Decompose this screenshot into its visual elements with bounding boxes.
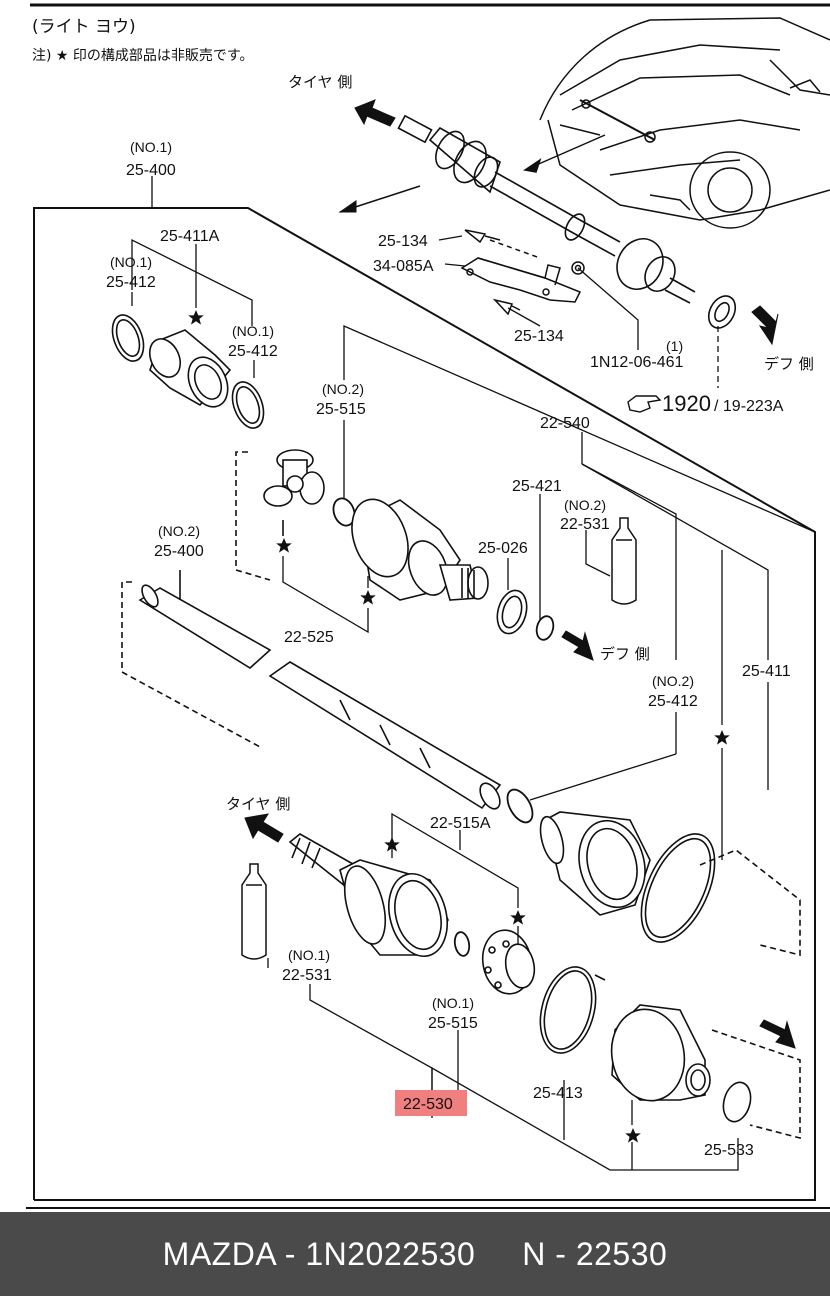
direction-diff-mid: デフ 側 xyxy=(600,645,650,663)
parts-diagram: (ライト ヨウ) 注) ★ 印の構成部品は非販売です。 xyxy=(26,3,830,1209)
label-25-533: 25-533 xyxy=(704,1142,754,1159)
label-no1-25-412-right: (NO.1) xyxy=(232,323,274,339)
leader-lines-tripod-group xyxy=(282,325,816,634)
pointing-hand-icon xyxy=(627,395,662,413)
label-25-400-a: 25-400 xyxy=(126,162,176,179)
label-25-026: 25-026 xyxy=(478,540,528,557)
direction-arrows xyxy=(244,99,796,1049)
label-no2-22-531: (NO.2) xyxy=(564,497,606,513)
shaft-25-400-no2 xyxy=(121,570,502,810)
diagram-title: (ライト ヨウ) xyxy=(32,17,136,37)
snap-ring-25-515-no1 xyxy=(453,931,471,957)
label-25-411a: 25-411A xyxy=(160,228,220,245)
highlight-22-530 xyxy=(395,1090,467,1116)
label-25-400-b: 25-400 xyxy=(154,543,204,560)
leader-lines-mid xyxy=(507,432,769,860)
label-25-411: 25-411 xyxy=(742,663,791,680)
tripod-joint xyxy=(235,449,325,581)
part-number-text: MAZDA - 1N2022530 N - 22530 xyxy=(162,1235,668,1272)
label-25-412-left: 25-412 xyxy=(106,274,156,291)
boot-25-411 xyxy=(539,811,801,957)
direction-tire-top: タイヤ 側 xyxy=(288,73,352,91)
clip-25-421 xyxy=(535,615,555,641)
driveshaft-assembly-top xyxy=(397,114,737,329)
label-25-515-top: 25-515 xyxy=(316,401,366,418)
reference-page-sub: / 19-223A xyxy=(714,398,784,415)
boot-parts-top-left xyxy=(111,314,265,429)
cage-22-515a xyxy=(481,929,536,995)
label-22-525: 22-525 xyxy=(284,629,334,646)
label-22-530: 22-530 xyxy=(403,1096,453,1113)
label-25-412-right: 25-412 xyxy=(228,343,278,360)
outer-frame xyxy=(33,207,816,1201)
seal-25-026 xyxy=(496,589,528,635)
label-25-515-bottom: 25-515 xyxy=(428,1015,478,1032)
label-no2-25-412: (NO.2) xyxy=(652,673,694,689)
label-n1: (1) xyxy=(666,338,683,354)
label-25-412-no2: 25-412 xyxy=(648,693,698,710)
label-25-421: 25-421 xyxy=(512,478,562,495)
housing-22-540 xyxy=(351,498,489,601)
label-34-085a: 34-085A xyxy=(373,258,434,275)
label-1n12-06-461: 1N12-06-461 xyxy=(590,354,684,371)
note-text: 注) ★ 印の構成部品は非販売です。 xyxy=(32,48,254,64)
label-no1-25-412-left: (NO.1) xyxy=(110,254,152,270)
label-25-413: 25-413 xyxy=(533,1085,583,1102)
boot-bottom xyxy=(610,1004,801,1140)
label-no1-25-400: (NO.1) xyxy=(130,139,172,155)
label-25-134-bottom: 25-134 xyxy=(514,328,564,345)
reference-page-main: 1920 xyxy=(662,391,711,416)
label-no2-25-515: (NO.2) xyxy=(322,381,364,397)
grease-tube-bottom xyxy=(241,863,267,960)
label-22-515a: 22-515A xyxy=(430,815,491,832)
bracket-34-085a xyxy=(460,229,585,316)
label-22-540: 22-540 xyxy=(540,415,590,432)
cv-joint-22-530 xyxy=(288,833,449,958)
label-no1-25-515: (NO.1) xyxy=(432,995,474,1011)
part-labels: タイヤ 側 デフ 側 デフ 側 タイヤ 側 (NO.1) 25-400 25-4… xyxy=(106,73,814,1159)
direction-tire-bottom: タイヤ 側 xyxy=(226,795,290,813)
label-no1-22-531: (NO.1) xyxy=(288,947,330,963)
leader-lines-top xyxy=(438,235,719,388)
label-22-531-top: 22-531 xyxy=(560,516,610,533)
snap-ring-25-515-no2 xyxy=(332,497,356,527)
leader-lines-boot-kit xyxy=(131,176,255,378)
band-25-412-no2 xyxy=(506,788,534,824)
band-25-413 xyxy=(539,966,606,1054)
label-no2-25-400: (NO.2) xyxy=(158,523,200,539)
label-25-134-top: 25-134 xyxy=(378,233,428,250)
label-22-531-bottom: 22-531 xyxy=(282,967,332,984)
direction-diff-top: デフ 側 xyxy=(764,355,814,373)
grease-tube-top xyxy=(611,517,637,605)
part-number-banner: MAZDA - 1N2022530 N - 22530 xyxy=(0,1212,830,1296)
vehicle-illustration xyxy=(523,17,830,229)
